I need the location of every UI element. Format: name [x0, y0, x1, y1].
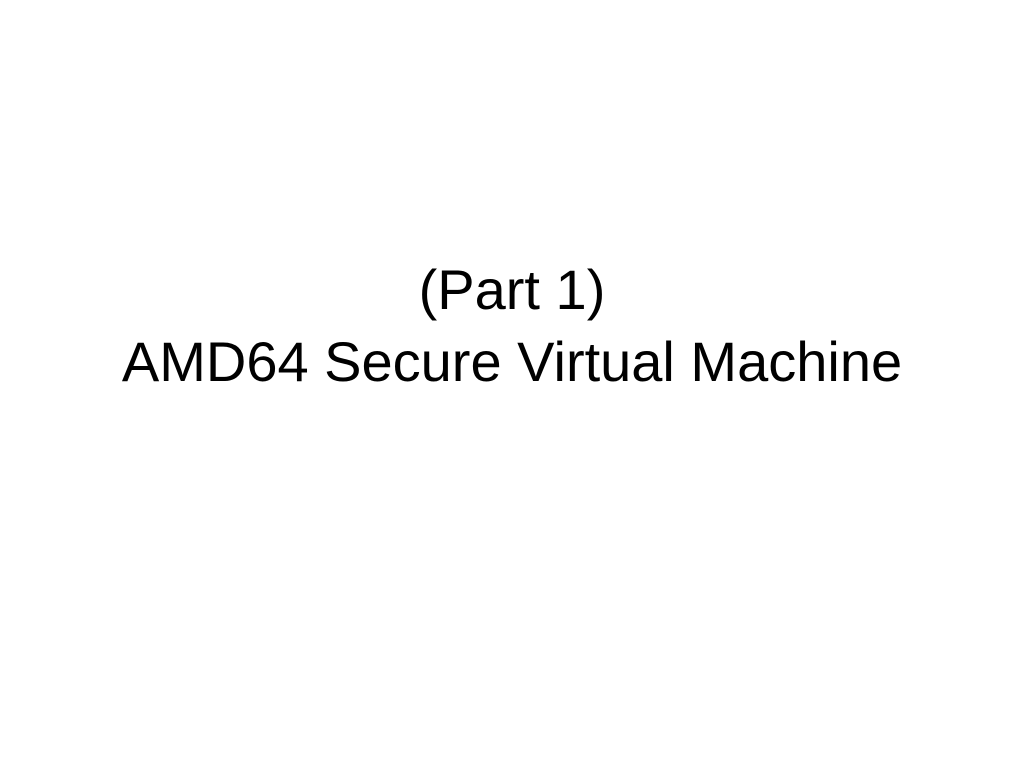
title-line-main: AMD64 Secure Virtual Machine [121, 330, 903, 393]
slide-title: (Part 1) AMD64 Secure Virtual Machine [0, 254, 1024, 398]
title-line-part: (Part 1) [418, 258, 606, 321]
